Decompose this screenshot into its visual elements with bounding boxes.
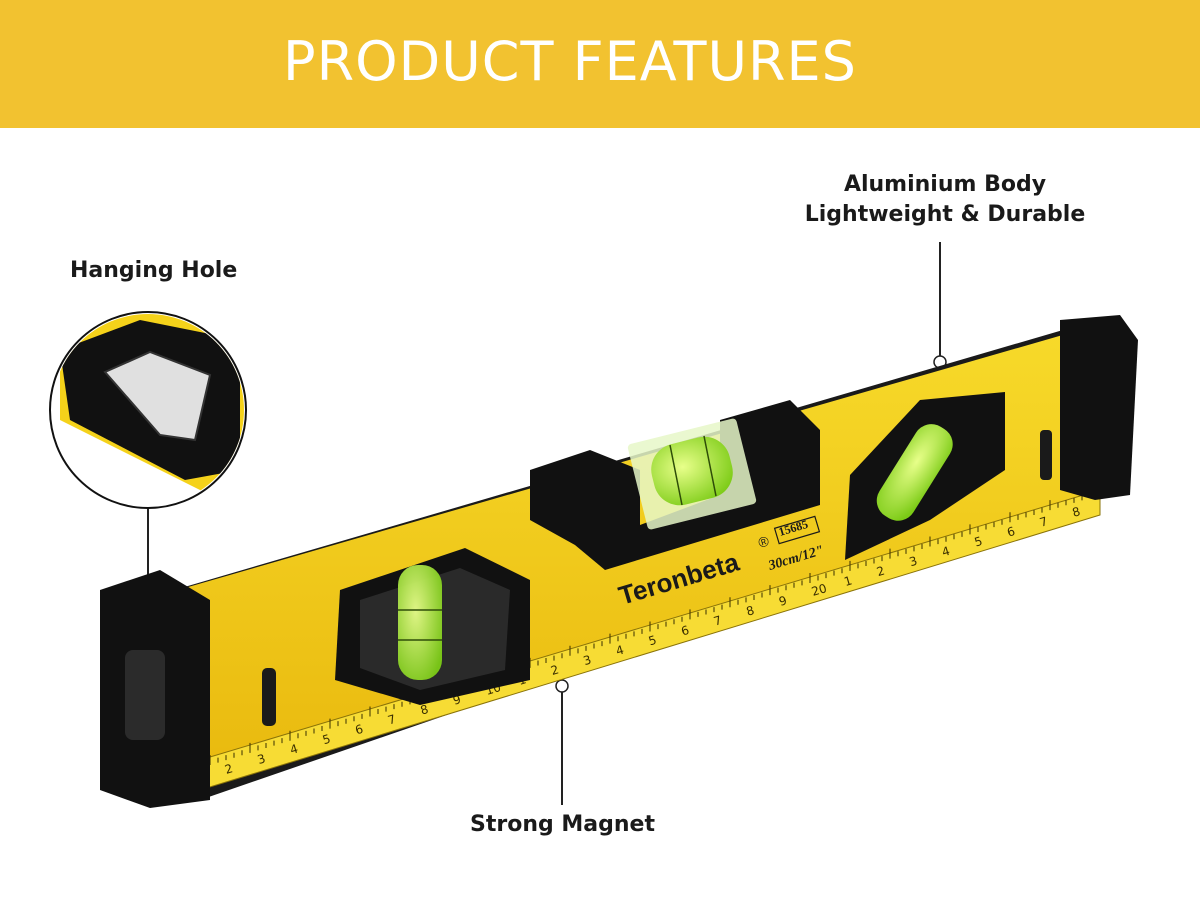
right-slot	[1040, 430, 1052, 480]
ruler-digit: 2	[875, 564, 886, 580]
hanging-hole-zoom	[52, 314, 244, 506]
callout-aluminium-body: Aluminium Body Lightweight & Durable	[800, 170, 1090, 230]
callout-aluminium-line2: Lightweight & Durable	[804, 202, 1086, 227]
ruler-digit: 4	[614, 643, 625, 659]
left-cap-grip	[125, 650, 165, 740]
ruler-digit: 9	[777, 593, 788, 609]
left-slot	[262, 668, 276, 726]
ruler-digit: 7	[712, 613, 723, 629]
ruler-digit: 8	[745, 603, 756, 619]
ruler-digit: 5	[321, 732, 332, 748]
banner-title: PRODUCT FEATURES	[283, 30, 857, 93]
callout-hanging-hole: Hanging Hole	[70, 258, 238, 283]
ruler-digit: 20	[810, 581, 829, 599]
callout-strong-magnet: Strong Magnet	[470, 812, 655, 837]
leader-dot-magnet	[555, 679, 569, 693]
ruler-digit: 3	[908, 554, 919, 570]
ruler-digit: 3	[582, 653, 593, 669]
ruler-digit: 5	[973, 534, 984, 550]
ruler-digit: 4	[940, 544, 951, 560]
ruler-digit: 7	[1038, 514, 1049, 530]
center-vial-housing	[530, 400, 820, 570]
ruler-digit: 1	[842, 573, 853, 589]
ruler-digit: 4	[288, 742, 299, 758]
ruler-digit: 6	[1005, 524, 1016, 540]
model-box	[773, 515, 821, 545]
ruler-digit: 7	[386, 712, 397, 728]
ruler-digit: 5	[647, 633, 658, 649]
ruler-digit: 9	[451, 692, 462, 708]
hanging-hole	[103, 350, 212, 442]
ruler-digit: 2	[549, 662, 560, 678]
ruler-ticks: 23456789101234567892012345678	[209, 488, 1091, 777]
right-vial-bubble	[876, 424, 953, 521]
ruler-digit: 8	[1071, 504, 1082, 520]
features-banner: PRODUCT FEATURES	[0, 0, 1200, 128]
ruler-digit: 6	[354, 722, 365, 738]
left-vial-bubble	[398, 565, 442, 680]
ruler-digit: 6	[679, 623, 690, 639]
right-end-cap	[1060, 315, 1138, 500]
ruler-digit: 3	[256, 751, 267, 767]
ruler-digit: 2	[223, 761, 234, 777]
ruler-digit: 8	[419, 702, 430, 718]
callout-aluminium-line1: Aluminium Body	[843, 172, 1047, 197]
